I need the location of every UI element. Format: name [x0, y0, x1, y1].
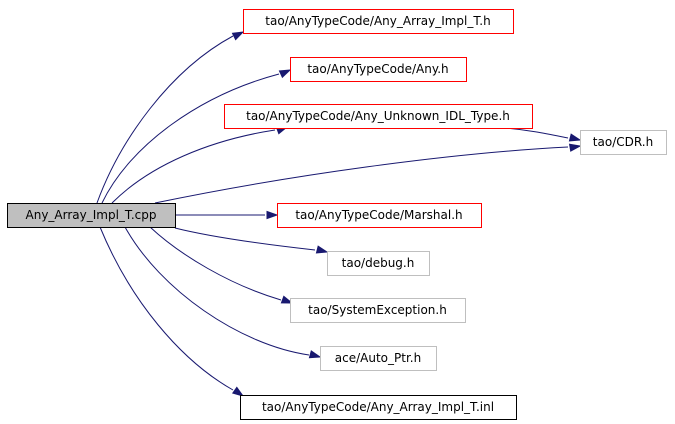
node-label: tao/AnyTypeCode/Any.h [307, 62, 448, 76]
node-box[interactable] [277, 203, 482, 228]
node-n5[interactable]: tao/AnyTypeCode/Marshal.h [277, 203, 482, 228]
node-label: tao/CDR.h [593, 135, 653, 149]
edge-root-to-n6 [174, 227, 329, 254]
edge-root-to-n5 [175, 210, 279, 220]
edge-root-to-n4 [154, 143, 582, 204]
node-box[interactable] [290, 57, 467, 82]
node-n3[interactable]: tao/AnyTypeCode/Any_Unknown_IDL_Type.h [224, 104, 533, 129]
edge-line [96, 35, 234, 204]
edge-root-to-n9 [99, 226, 245, 397]
edge-line [111, 129, 276, 204]
node-n1[interactable]: tao/AnyTypeCode/Any_Array_Impl_T.h [243, 9, 514, 34]
arrowhead-icon [231, 31, 245, 41]
node-box[interactable] [224, 104, 533, 129]
node-n6[interactable]: tao/debug.h [327, 251, 430, 276]
node-label: tao/AnyTypeCode/Any_Unknown_IDL_Type.h [246, 109, 510, 123]
node-box[interactable] [240, 395, 517, 420]
edge-line [149, 226, 282, 301]
node-box[interactable] [243, 9, 514, 34]
arrowhead-icon [308, 350, 322, 359]
node-n4[interactable]: tao/CDR.h [580, 130, 667, 155]
edge-root-to-n1 [96, 31, 245, 204]
node-box[interactable] [320, 346, 437, 371]
node-label: tao/SystemException.h [308, 303, 447, 317]
node-label: tao/AnyTypeCode/Any_Array_Impl_T.inl [262, 400, 494, 414]
edge-line [101, 73, 280, 204]
node-n9[interactable]: tao/AnyTypeCode/Any_Array_Impl_T.inl [240, 395, 517, 420]
node-label: Any_Array_Impl_T.cpp [26, 208, 157, 222]
node-n7[interactable]: tao/SystemException.h [290, 298, 466, 323]
edge-root-to-n3 [111, 126, 289, 204]
node-n8[interactable]: ace/Auto_Ptr.h [320, 346, 437, 371]
edge-line [154, 146, 569, 204]
edge-line [174, 227, 316, 251]
edge-root-to-n8 [124, 226, 322, 359]
edge-line [99, 226, 234, 391]
arrowhead-icon [231, 386, 245, 397]
node-label: tao/AnyTypeCode/Any_Array_Impl_T.h [265, 14, 490, 28]
node-box[interactable] [580, 130, 667, 155]
edge-n3-to-n4 [504, 127, 582, 142]
arrowhead-icon [266, 210, 279, 220]
node-box[interactable] [7, 203, 176, 228]
arrowhead-icon [568, 143, 582, 152]
arrowhead-icon [280, 295, 294, 304]
edge-root-to-n2 [101, 69, 292, 204]
arrowhead-icon [278, 69, 292, 79]
node-label: tao/AnyTypeCode/Marshal.h [295, 208, 462, 222]
node-root[interactable]: Any_Array_Impl_T.cpp [7, 203, 176, 228]
node-box[interactable] [290, 298, 466, 323]
edge-root-to-n7 [149, 226, 294, 304]
arrowhead-icon [568, 133, 582, 142]
node-label: tao/debug.h [342, 256, 415, 270]
edge-line [504, 127, 569, 139]
node-label: ace/Auto_Ptr.h [335, 351, 421, 365]
node-n2[interactable]: tao/AnyTypeCode/Any.h [290, 57, 467, 82]
arrowhead-icon [315, 245, 329, 254]
edge-line [124, 226, 310, 356]
node-box[interactable] [327, 251, 430, 276]
